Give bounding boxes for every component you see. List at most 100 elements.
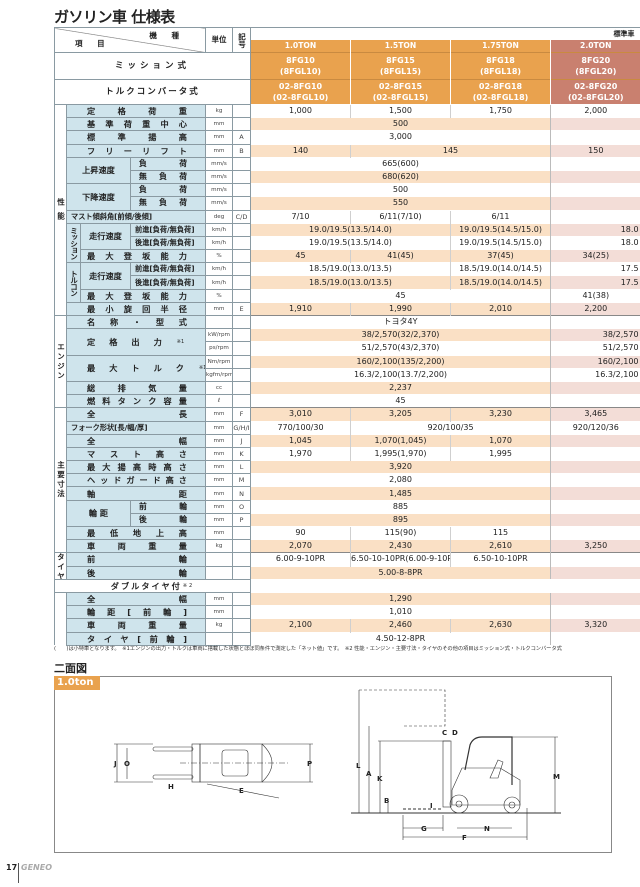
brand-logo: GENEO xyxy=(18,863,52,883)
symbol-header: 記号 xyxy=(232,27,251,53)
value-cell xyxy=(550,446,640,461)
subgroup-label: トルコン xyxy=(66,262,81,303)
value-cell: 2,080 xyxy=(249,473,551,487)
symbol-cell xyxy=(232,262,251,277)
group-label xyxy=(54,592,67,646)
row-leaf-label: 無負荷 xyxy=(130,169,206,185)
unit-cell: mm xyxy=(205,301,233,317)
row-label: 名称・型式 xyxy=(66,314,206,330)
unit-cell: km/h xyxy=(205,275,233,290)
value-cell: 920/120/36 xyxy=(550,420,640,435)
unit-cell: Nm/rpm xyxy=(205,354,233,369)
value-cell xyxy=(550,631,640,646)
value-cell: 160/2,100(135/2,200) xyxy=(249,354,551,369)
value-cell: 18.5/19.0(13.0/13.5) xyxy=(250,262,451,276)
symbol-cell xyxy=(232,591,251,607)
row-leaf-label: 後進[負荷/無負荷] xyxy=(130,235,206,251)
torque-model-2: 02-8FG15(02-8FGL15) xyxy=(350,79,451,105)
unit-cell: kg xyxy=(205,103,233,119)
row-leaf-label: 無負荷 xyxy=(130,196,206,211)
row-label: 車両重量 xyxy=(66,618,206,633)
value-cell: 18.0 xyxy=(550,235,640,250)
row-label: フォーク形状[長/幅/厚] xyxy=(66,420,206,435)
symbol-cell: J xyxy=(232,433,251,448)
row-label: 全幅 xyxy=(66,591,206,607)
symbol-cell xyxy=(232,103,251,119)
value-cell: 1,990 xyxy=(350,301,451,316)
value-cell xyxy=(550,486,640,501)
value-cell: 2,237 xyxy=(249,380,551,395)
unit-cell: mm xyxy=(205,433,233,448)
unit-cell: mm xyxy=(205,499,233,514)
value-cell: 17.5 xyxy=(550,275,640,290)
unit-cell: mm xyxy=(205,486,233,501)
value-cell: 18.5/19.0(14.0/14.5) xyxy=(449,262,551,276)
unit-cell: km/h xyxy=(205,235,233,251)
row-label: 最小旋回半径 xyxy=(66,301,206,317)
value-cell: 895 xyxy=(249,512,551,527)
symbol-cell xyxy=(232,525,251,541)
symbol-cell: P xyxy=(232,512,251,528)
row-label: 定格荷重 xyxy=(66,103,206,119)
spec-row: ダブルタイヤ付※2 xyxy=(54,578,640,593)
value-cell: 2,000 xyxy=(550,103,640,118)
value-cell: 160/2,100 xyxy=(550,354,640,369)
value-cell: 150 xyxy=(550,143,640,158)
row-label: 輪距[前輪] xyxy=(66,605,206,620)
symbol-cell xyxy=(232,565,251,580)
value-cell: 3,320 xyxy=(550,618,640,632)
symbol-cell xyxy=(232,117,251,132)
group-label: 性 能 xyxy=(54,104,67,316)
row-label: 最大トルク※1 xyxy=(66,354,206,382)
unit-cell xyxy=(205,565,233,580)
unit-cell: mm xyxy=(205,420,233,435)
row-label: タイヤ[前輪] xyxy=(66,631,206,646)
row-label: 基準荷重中心 xyxy=(66,117,206,132)
value-cell: 1,290 xyxy=(249,591,551,606)
value-cell: 19.0/19.5(13.5/14.0) xyxy=(250,235,451,250)
row-leaf-label: 前輪 xyxy=(130,499,206,514)
footnote: ( )は小特車となります。 ※1エンジンの出力・トルクは車両に搭載した状態とほぼ… xyxy=(54,646,562,652)
value-cell xyxy=(550,565,640,580)
value-cell xyxy=(550,130,640,145)
symbol-cell xyxy=(232,235,251,251)
value-cell: 3,465 xyxy=(550,407,640,421)
value-cell: 1,995(1,970) xyxy=(350,446,451,461)
symbol-cell xyxy=(232,539,251,554)
value-cell: 1,910 xyxy=(250,301,351,316)
value-cell: 45 xyxy=(249,394,551,408)
symbol-cell xyxy=(232,605,251,620)
row-label: 標準揚高 xyxy=(66,130,206,145)
torque-model-1: 02-8FG10(02-8FGL10) xyxy=(250,79,351,105)
value-cell xyxy=(550,196,640,210)
row-sublabel: 上昇速度 xyxy=(66,156,131,185)
value-cell: 34(25) xyxy=(550,249,640,263)
symbol-cell xyxy=(232,314,251,330)
symbol-cell xyxy=(232,288,251,303)
value-cell: 4.50-12-8PR xyxy=(249,631,551,646)
value-cell: 1,000 xyxy=(250,103,351,118)
value-cell: 38/2,570 xyxy=(550,328,640,342)
value-cell xyxy=(550,525,640,540)
unit-cell: mm xyxy=(205,525,233,541)
unit-cell: mm xyxy=(205,143,233,158)
symbol-cell: M xyxy=(232,473,251,488)
value-cell xyxy=(550,499,640,514)
value-cell: 665(600) xyxy=(249,156,551,171)
unit-cell: km/h xyxy=(205,222,233,237)
value-cell: 1,485 xyxy=(249,486,551,501)
